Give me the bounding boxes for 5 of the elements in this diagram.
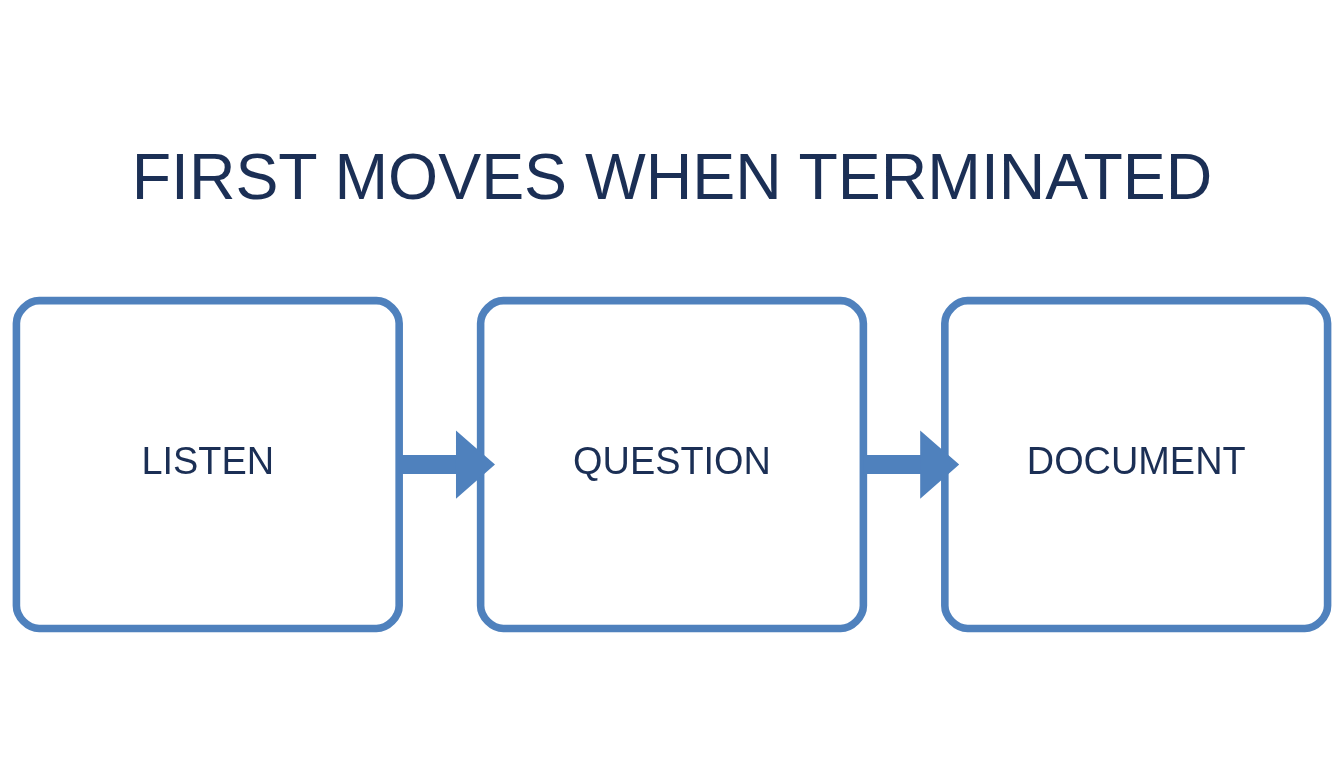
diagram-title: FIRST MOVES WHEN TERMINATED — [131, 140, 1213, 213]
node-box: QUESTION — [476, 296, 868, 633]
arrow — [399, 430, 495, 499]
node-box: LISTEN — [12, 296, 403, 633]
node-box: DOCUMENT — [941, 296, 1332, 633]
